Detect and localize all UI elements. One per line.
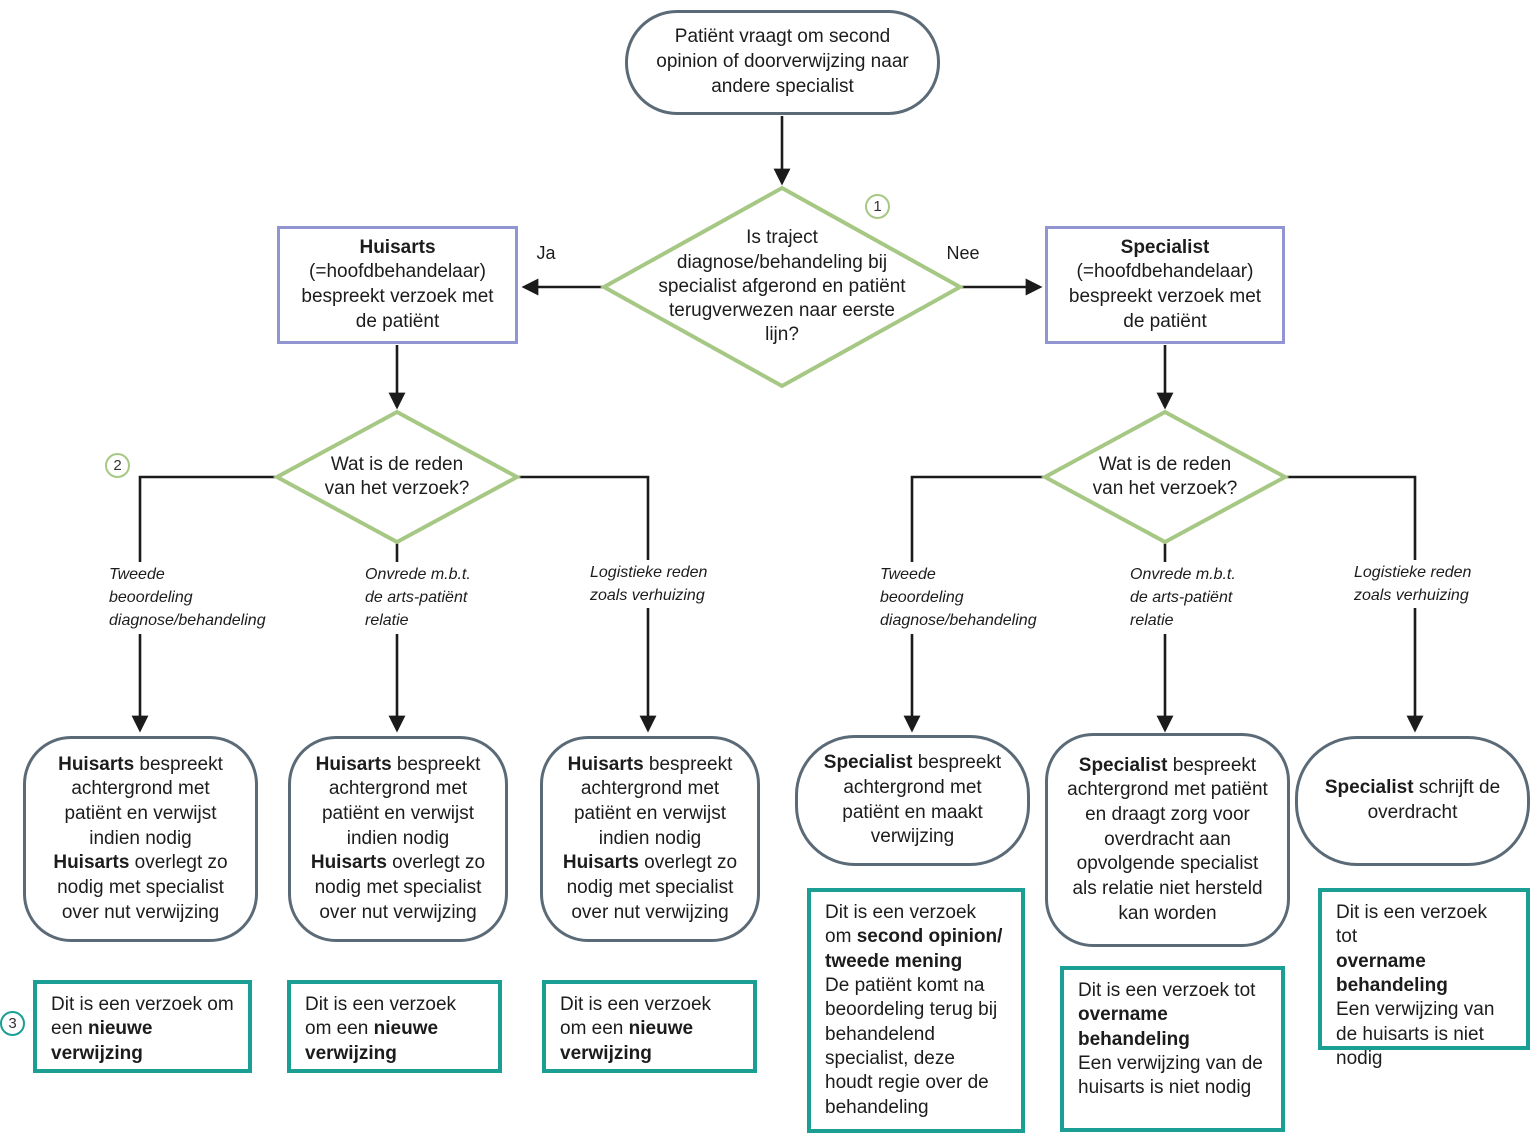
- decision1-diamond: [599, 185, 965, 389]
- specialist-role-text: Specialist(=hoofdbehandelaar) bespreekt …: [1068, 236, 1262, 332]
- start-text: Patiënt vraagt om second opinion of door…: [656, 26, 909, 97]
- reason-label-onvrede: Onvrede m.b.t. de arts-patiënt relatie: [1128, 562, 1254, 634]
- outcome-huisarts-box-2: Huisarts bespreekt achtergrond met patië…: [288, 736, 508, 942]
- note-overname-behandeling-1: Dit is een verzoek tot overname behandel…: [1060, 966, 1285, 1132]
- outcome-specialist-box-2: Specialist bespreekt achtergrond met pat…: [1045, 733, 1290, 947]
- outcome-text: Huisarts bespreekt achtergrond met patië…: [53, 753, 228, 923]
- specialist-role-box: Specialist(=hoofdbehandelaar) bespreekt …: [1045, 226, 1285, 344]
- decision1-question: Is traject diagnose/behandeling bij spec…: [658, 227, 906, 346]
- start-node: Patiënt vraagt om second opinion of door…: [625, 10, 940, 115]
- decision2-right-diamond: [1040, 409, 1290, 545]
- outcome-text: Huisarts bespreekt achtergrond met patië…: [562, 753, 738, 923]
- outcome-huisarts-box-1: Huisarts bespreekt achtergrond met patië…: [23, 736, 258, 942]
- outcome-specialist-box-3: Specialist schrijft de overdracht: [1295, 736, 1530, 866]
- huisarts-role-box: Huisarts(=hoofdbehandelaar) bespreekt ve…: [277, 226, 518, 344]
- step-badge-2: 2: [105, 453, 130, 478]
- huisarts-role-text: Huisarts(=hoofdbehandelaar) bespreekt ve…: [301, 236, 494, 332]
- reason-label-tweede-beoordeling: Tweede beoordeling diagnose/behandeling: [107, 562, 266, 634]
- step-badge-1: 1: [865, 194, 890, 219]
- outcome-huisarts-box-3: Huisarts bespreekt achtergrond met patië…: [540, 736, 760, 942]
- reason-label-tweede-beoordeling: Tweede beoordeling diagnose/behandeling: [878, 562, 1037, 634]
- note-overname-behandeling-2: Dit is een verzoek tot overname behandel…: [1318, 888, 1530, 1069]
- edge-label-nee: Nee: [946, 243, 980, 263]
- note-nieuwe-verwijzing-3: Dit is een verzoek om een nieuwe verwijz…: [542, 980, 757, 1073]
- decision-diamonds: [272, 185, 1290, 545]
- decision2-left-diamond: [272, 409, 522, 545]
- note-nieuwe-verwijzing-2: Dit is een verzoek om een nieuwe verwijz…: [287, 980, 502, 1073]
- outcome-text: Specialist bespreekt achtergrond met pat…: [1067, 754, 1268, 924]
- reason-label-onvrede: Onvrede m.b.t. de arts-patiënt relatie: [363, 562, 489, 634]
- note-second-opinion: Dit is een verzoek om second opinion/ tw…: [807, 888, 1025, 1133]
- outcome-text: Specialist bespreekt achtergrond met pat…: [823, 752, 1002, 848]
- note-nieuwe-verwijzing-1: Dit is een verzoek om een nieuwe verwijz…: [33, 980, 252, 1073]
- outcome-specialist-box-1: Specialist bespreekt achtergrond met pat…: [795, 735, 1030, 866]
- outcome-text: Specialist schrijft de overdracht: [1324, 777, 1501, 823]
- decision2-left-question: Wat is de reden van het verzoek?: [324, 453, 470, 499]
- outcome-text: Huisarts bespreekt achtergrond met patië…: [310, 753, 486, 923]
- reason-label-logistiek: Logistieke reden zoals verhuizing: [588, 560, 724, 609]
- edge-label-ja: Ja: [536, 243, 556, 263]
- decision2-right-question: Wat is de reden van het verzoek?: [1092, 453, 1238, 499]
- reason-label-logistiek: Logistieke reden zoals verhuizing: [1352, 560, 1488, 609]
- step-badge-3: 3: [0, 1011, 25, 1036]
